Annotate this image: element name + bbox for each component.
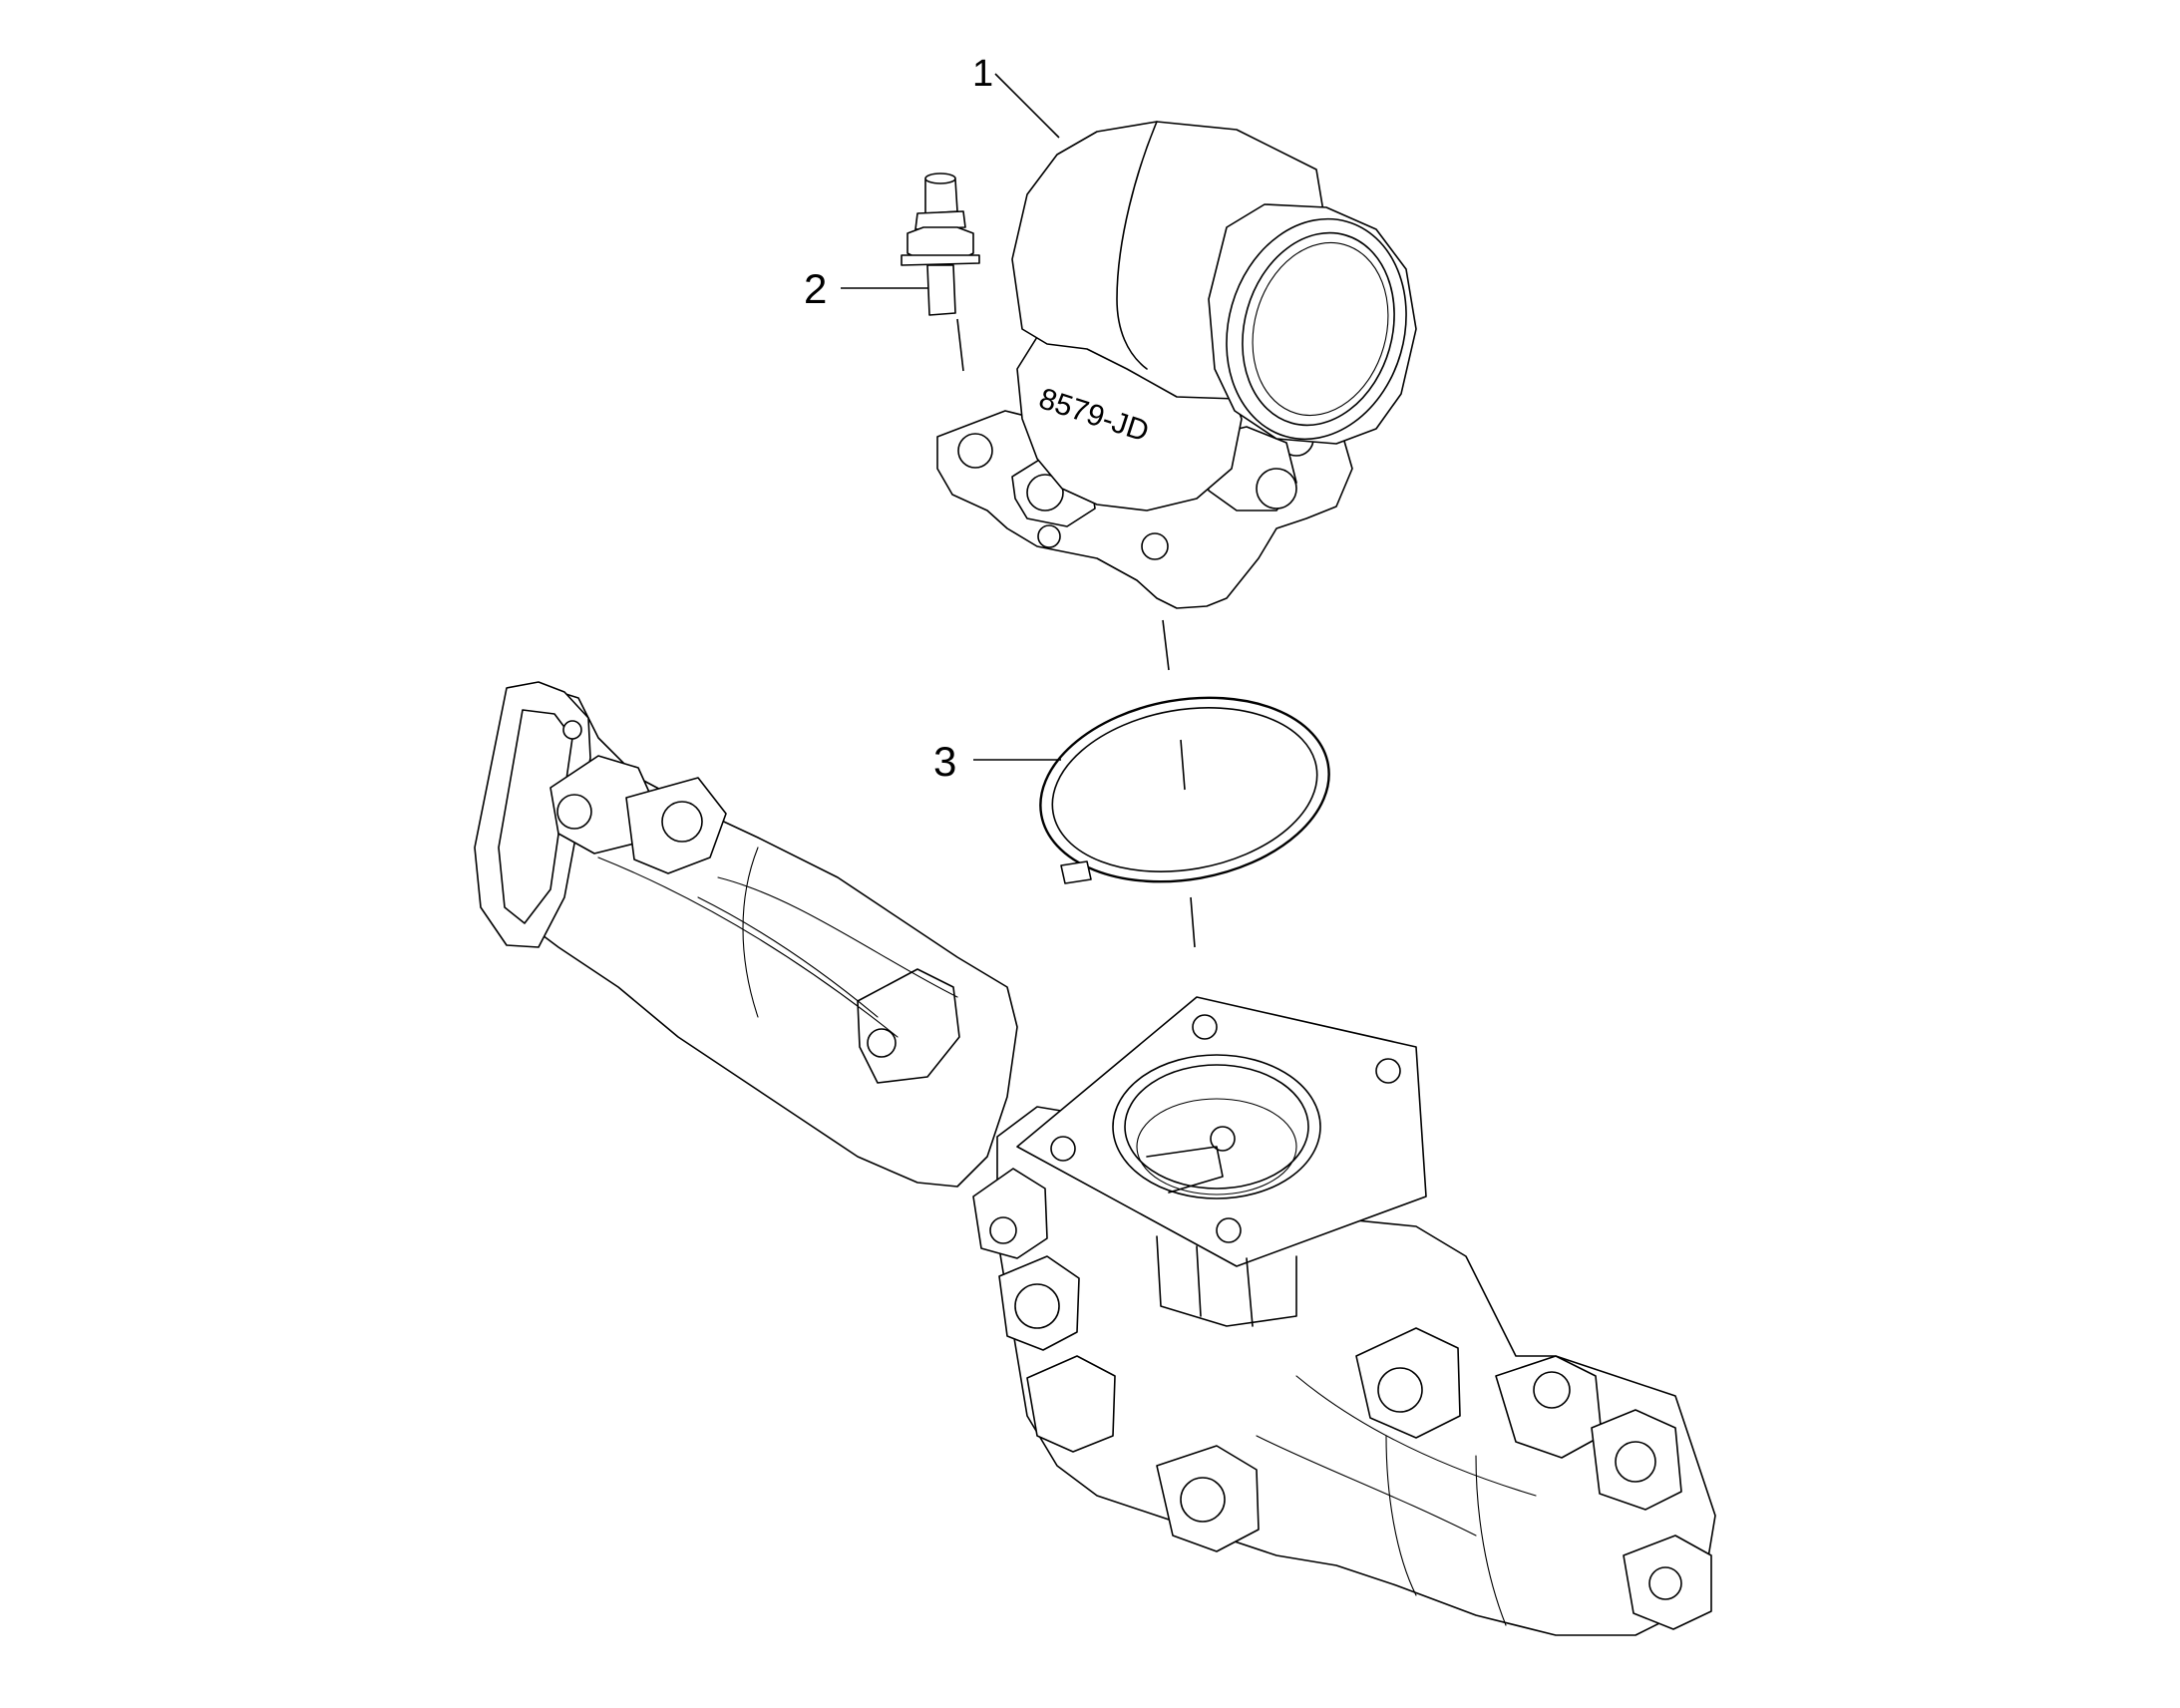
- axis-line-upper: [1162, 619, 1170, 671]
- body-boss-right-2-hole: [1533, 1371, 1571, 1409]
- lug-right-hole: [1256, 468, 1297, 510]
- bore-center-pin: [1210, 1126, 1236, 1152]
- bolt-flange-washer: [901, 254, 980, 266]
- outlet-mouth-inner: [1252, 241, 1389, 417]
- callout-1-label: 1: [972, 53, 993, 95]
- seal-ring[interactable]: [1026, 676, 1344, 903]
- flange-hole-4: [1216, 1217, 1242, 1243]
- body-boss-right-1-hole: [1377, 1367, 1423, 1413]
- manifold-housing: [474, 681, 1716, 1636]
- thermostat-bore-outer: [1112, 1054, 1321, 1199]
- body-wall-left: [1156, 1235, 1297, 1327]
- elbow-body-seam: [1116, 121, 1158, 370]
- seal-ring-inner: [1051, 707, 1318, 872]
- seal-ring-outer: [1039, 696, 1330, 883]
- callout-3[interactable]: 3: [933, 738, 1061, 785]
- flange-boss-left: [957, 433, 993, 469]
- flange-hole-3: [1050, 1136, 1076, 1162]
- elbow-outlet-housing[interactable]: 8579-JD: [936, 121, 1431, 609]
- body-ridge-3: [1385, 1435, 1417, 1596]
- arm-end-flange: [474, 681, 591, 948]
- arm-ridge-2: [697, 896, 879, 1018]
- callout-2[interactable]: 2: [804, 265, 935, 312]
- callout-2-label: 2: [804, 265, 827, 312]
- body-wall-rib-2: [1246, 1257, 1254, 1327]
- bore-web: [1146, 1146, 1224, 1194]
- body-ridge-4: [1475, 1455, 1507, 1626]
- body-boss-right-3-hole: [1615, 1441, 1656, 1483]
- bolt-shank: [926, 264, 956, 316]
- axis-line-mid: [1180, 739, 1186, 791]
- flange-boss-front: [1141, 532, 1169, 560]
- flange-boss-rear: [1037, 524, 1061, 548]
- body-boss-left-3: [1026, 1355, 1116, 1453]
- flange-hole-2: [1375, 1058, 1401, 1084]
- arm-ear-hole: [661, 801, 703, 843]
- body-ridge-1: [1256, 1435, 1477, 1537]
- body-boss-left-1: [972, 1168, 1048, 1259]
- callout-1-leader: [994, 73, 1060, 139]
- bolt-collar: [914, 210, 966, 230]
- outlet-mouth-rim: [1242, 231, 1395, 427]
- body-boss-left-1-hole: [989, 1216, 1017, 1244]
- arm-band: [742, 847, 759, 1018]
- body-boss-left-4-hole: [1180, 1477, 1226, 1523]
- thermostat-bore-inner: [1124, 1064, 1309, 1190]
- seal-ring-tab: [1060, 860, 1092, 884]
- body-ridge-2: [1295, 1375, 1537, 1497]
- flange-bolt[interactable]: [901, 172, 980, 372]
- callout-3-label: 3: [933, 738, 956, 785]
- thermostat-bore-step: [1136, 1098, 1297, 1196]
- arm-boss-upper-hole: [556, 794, 592, 830]
- body-wall-rib: [1196, 1245, 1202, 1317]
- lug-left-hole: [1026, 474, 1064, 512]
- flange-hole-1: [1192, 1014, 1218, 1040]
- body-boss-bottom-hole: [1648, 1566, 1682, 1600]
- callout-1[interactable]: 1: [972, 53, 1060, 139]
- arm-end-hole: [562, 720, 582, 740]
- axis-line-lower: [1190, 896, 1196, 948]
- bolt-axis-line: [956, 318, 964, 372]
- body-boss-left-2-hole: [1014, 1283, 1060, 1329]
- outlet-mouth-outer: [1226, 217, 1407, 441]
- arm-ridge-1: [597, 856, 899, 1038]
- arm-ridge-3: [717, 876, 958, 998]
- bolt-tip-end: [924, 172, 956, 184]
- arm-boss-mid-hole: [867, 1028, 897, 1058]
